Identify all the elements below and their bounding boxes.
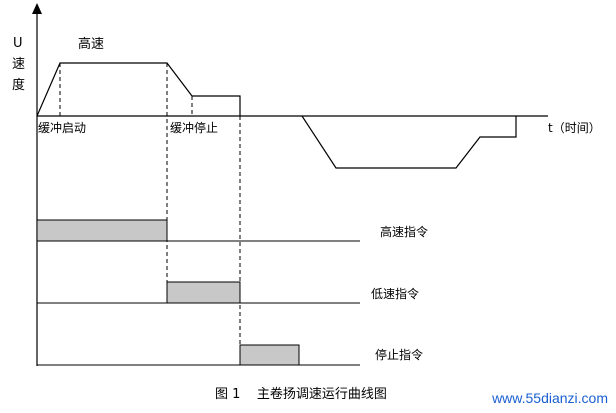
y-axis-label-du: 度 xyxy=(12,77,25,93)
y-axis-label-u: U xyxy=(13,36,23,51)
time-axis-label: t（时间） xyxy=(548,121,601,135)
buffer-start-label: 缓冲启动 xyxy=(38,120,86,135)
y-axis-arrow xyxy=(32,3,42,14)
stop-command-bar xyxy=(239,344,300,366)
stop-command-label: 停止指令 xyxy=(375,347,423,362)
low-speed-command-label: 低速指令 xyxy=(371,286,419,301)
y-axis-label-su: 速 xyxy=(12,57,25,72)
speed-curve-forward xyxy=(36,62,241,117)
buffer-stop-label: 缓冲停止 xyxy=(170,120,218,135)
figure-caption: 图 1 主卷扬调速运行曲线图 xyxy=(215,386,387,402)
watermark: www.55dianzi.com xyxy=(491,390,608,406)
high-speed-label: 高速 xyxy=(78,36,104,52)
high-speed-command-bar xyxy=(36,219,168,242)
low-speed-command-bar xyxy=(166,281,241,304)
speed-curve-reverse xyxy=(301,115,517,169)
high-speed-command-label: 高速指令 xyxy=(380,224,428,239)
